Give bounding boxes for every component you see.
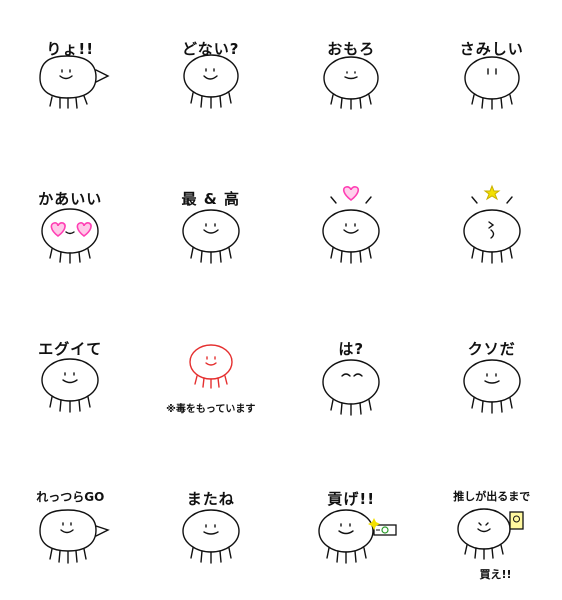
jellyfish-love-icon	[322, 186, 380, 264]
sticker-caption: 推しが出るまで	[453, 490, 531, 503]
jellyfish-icon	[41, 358, 99, 413]
jellyfish-icon	[181, 509, 240, 564]
sticker-saikou[interactable]: 最 & 高	[141, 150, 282, 300]
jellyfish-waving-icon	[39, 55, 110, 109]
sticker-letsgo[interactable]: れっつらGO	[0, 450, 141, 600]
sticker-poison[interactable]: ※毒をもっています	[141, 300, 282, 450]
sticker-caption: さみしい	[459, 40, 524, 58]
jellyfish-heart-eyes-icon	[41, 208, 99, 264]
sticker-kusoda[interactable]: クソだ	[422, 300, 562, 450]
sticker-caption: は?	[338, 340, 365, 358]
sticker-heart[interactable]	[281, 150, 422, 300]
sticker-caption: 最 & 高	[181, 190, 241, 208]
jellyfish-pointing-icon	[39, 509, 110, 564]
jellyfish-money-icon	[318, 509, 397, 564]
jellyfish-annoyed-icon	[322, 359, 380, 416]
sticker-caption: れっつらGO	[36, 490, 105, 504]
sticker-oshi[interactable]: 推しが出るまで 買え!!	[422, 450, 562, 600]
sticker-subtext: 買え!!	[479, 568, 512, 581]
jellyfish-card-icon	[456, 508, 524, 560]
jellyfish-icon	[181, 209, 240, 264]
sticker-donai[interactable]: どない?	[141, 0, 282, 150]
jellyfish-icon	[462, 359, 521, 414]
sticker-omoro[interactable]: おもろ	[281, 0, 422, 150]
sticker-subtext: ※毒をもっています	[166, 404, 256, 415]
sticker-samishii[interactable]: さみしい	[422, 0, 562, 150]
jellyfish-sad-icon	[463, 56, 520, 110]
banknote-icon	[373, 524, 397, 536]
sticker-star[interactable]	[422, 150, 562, 300]
red-jellyfish-icon	[188, 344, 233, 389]
sticker-caption: おもろ	[327, 40, 376, 58]
trading-card-icon	[508, 511, 524, 530]
sticker-kaaii[interactable]: かあいい	[0, 150, 141, 300]
sticker-caption: エグイて	[38, 340, 103, 358]
sticker-ryo[interactable]: りょ!!	[0, 0, 141, 150]
jellyfish-icon	[323, 56, 379, 110]
sticker-caption: 貢げ!!	[327, 490, 376, 508]
sticker-caption: かあいい	[38, 190, 103, 208]
jellyfish-icon	[182, 54, 239, 109]
jellyfish-star-icon	[462, 184, 521, 264]
sticker-ha[interactable]: は?	[281, 300, 422, 450]
sticker-caption: またね	[186, 490, 235, 508]
sticker-caption: りょ!!	[46, 40, 95, 58]
sticker-caption: クソだ	[467, 340, 516, 358]
sticker-matane[interactable]: またね	[141, 450, 282, 600]
sticker-mitsuge[interactable]: 貢げ!!	[281, 450, 422, 600]
sticker-egui[interactable]: エグイて	[0, 300, 141, 450]
sticker-caption: どない?	[182, 40, 240, 58]
